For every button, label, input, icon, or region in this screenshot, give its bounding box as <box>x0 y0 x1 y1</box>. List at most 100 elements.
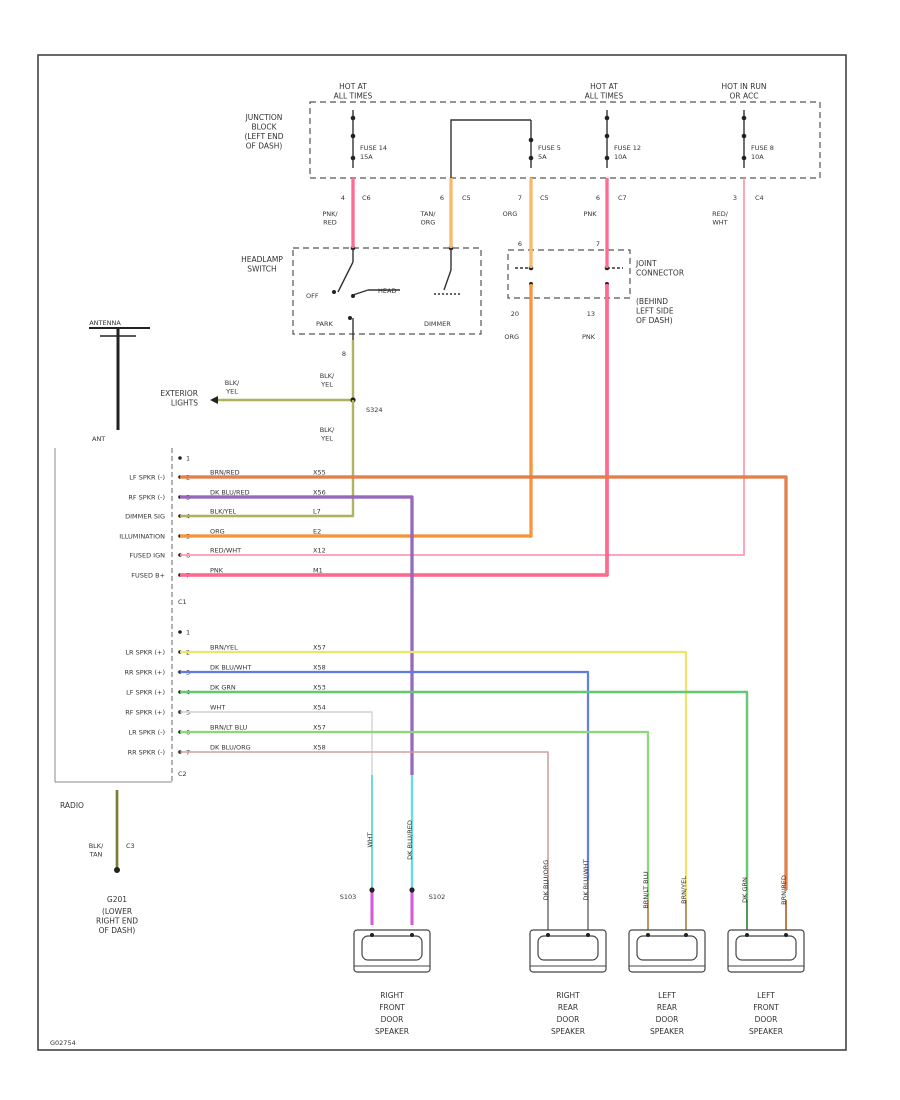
junction-block-box <box>309 101 821 179</box>
c2-pin-wire-color: DK GRN <box>210 684 236 692</box>
radio-ant-label: ANT <box>92 435 105 443</box>
fuse-12-conn: C7 <box>618 194 627 202</box>
ground-wire: BLK/TAN <box>89 842 104 859</box>
joint-pin-7: 7 <box>596 240 600 248</box>
c1-pin-wire-color: ORG <box>210 528 225 536</box>
joint-pin-13-wire: PNK <box>582 333 596 341</box>
c2-pin-circuit: X58 <box>313 664 326 672</box>
wire-lf-spkr-neg-brn-red <box>180 475 788 890</box>
radio-label: RADIO <box>60 801 84 810</box>
joint-pin-20-wire: ORG <box>504 333 519 341</box>
c2-pin-wire-color: BRN/YEL <box>210 644 238 652</box>
fuse-14-conn: C6 <box>362 194 371 202</box>
radio-c2-label: C2 <box>178 770 187 778</box>
splice-s324-label: S324 <box>366 406 383 414</box>
c1-pin-circuit: X12 <box>313 547 326 555</box>
fuse-5-wire: TAN/ORG <box>420 210 437 227</box>
fuse-8-wire: RED/WHT <box>712 210 729 227</box>
c2-pin-function: LF SPKR (+) <box>126 689 165 697</box>
c1-pin-wire-color: BLK/YEL <box>210 508 237 516</box>
c2-pin-function: RR SPKR (+) <box>124 669 165 677</box>
wire-lr-spkr-neg-brn-lt-blu <box>180 730 650 900</box>
wire-exterior-lights-blk-yel <box>218 340 355 402</box>
lr-wire-b-label: BRN/YEL <box>680 876 688 904</box>
rr-wire-a-label: DK BLU/ORG <box>542 860 550 901</box>
c2-pin-dot <box>178 630 182 634</box>
c1-pin-wire-color: BRN/RED <box>210 469 240 477</box>
c2-pin-function: LR SPKR (-) <box>128 729 165 737</box>
joint-connector-pins: 6 7 20 ORG 13 PNK <box>504 240 623 341</box>
fuse-8-pin: 3 <box>733 194 737 202</box>
c2-pin-circuit: X57 <box>313 724 326 732</box>
c1-pin-dot <box>178 456 182 460</box>
fuse-8-rating: 10A <box>751 153 764 161</box>
wire-illumination-org <box>180 284 533 538</box>
c1-pin-circuit: X56 <box>313 489 326 497</box>
wire-blk-yel-1: BLK/YEL <box>320 372 335 389</box>
c1-pin-function: RF SPKR (-) <box>128 494 165 502</box>
wire-lf-spkr-neg-brn-red-core <box>180 476 787 890</box>
splice-s103-label: S103 <box>340 893 357 901</box>
switch-dimmer-label: DIMMER <box>424 320 451 328</box>
c1-pin-wire-color: DK BLU/RED <box>210 489 250 497</box>
c2-pin-number: 1 <box>186 629 190 637</box>
c1-pin-circuit: E2 <box>313 528 321 536</box>
wire-rr-spkr-neg-dk-blu-org-core <box>180 751 549 880</box>
c1-pin-wire-color: PNK <box>210 567 224 575</box>
rr-wire-b-label: DK BLU/WHT <box>582 859 590 900</box>
orange-pin: 7 <box>518 194 522 202</box>
headlamp-switch-contacts: OFF HEAD PARK DIMMER 8 <box>306 245 462 358</box>
fuse-12: FUSE 12 10A <box>604 110 641 168</box>
fuse-8: FUSE 8 10A <box>741 110 774 168</box>
splice-s103-dot <box>369 887 375 893</box>
c2-pin-circuit: X53 <box>313 684 326 692</box>
c2-pin-function: RF SPKR (+) <box>125 709 165 717</box>
c2-pin-circuit: X57 <box>313 644 326 652</box>
fuse-8-name: FUSE 8 <box>751 144 774 152</box>
exterior-lights-wire: BLK/YEL <box>225 379 240 396</box>
joint-pin-6: 6 <box>518 240 522 248</box>
orange-conn: C5 <box>540 194 549 202</box>
c1-pin-function: ILLUMINATION <box>119 533 165 541</box>
exterior-lights-arrow <box>210 396 218 404</box>
fuse-14-rating: 15A <box>360 153 373 161</box>
wire-lf-spkr-pos-dk-grn-core <box>180 691 748 900</box>
wire-harness <box>180 178 788 935</box>
wire-blk-yel-2: BLK/YEL <box>320 426 335 443</box>
c2-pin-function: RR SPKR (-) <box>128 749 165 757</box>
fuse-12-name: FUSE 12 <box>614 144 641 152</box>
radio-unit: ANT RADIO C1 C2 <box>54 435 187 810</box>
c2-pin-circuit: X54 <box>313 704 326 712</box>
fuse-5: FUSE 5 5A <box>528 120 561 168</box>
fuse-5-pin: 6 <box>440 194 444 202</box>
c1-pin-function: FUSED IGN <box>129 552 165 560</box>
joint-connector-box <box>507 249 631 299</box>
splice-s102-label: S102 <box>429 893 446 901</box>
lr-wire-a-label: BRN/LT BLU <box>642 871 650 909</box>
c1-pin-number: 1 <box>186 455 190 463</box>
fuse-12-wire: PNK <box>583 210 597 218</box>
wire-lf-spkr-pos-dk-grn <box>180 690 749 900</box>
c2-pin-wire-color: DK BLU/WHT <box>210 664 251 672</box>
wire-dimmer-blk-yel <box>180 400 355 518</box>
fuse-8-conn: C4 <box>755 194 764 202</box>
wire-lr-spkr-pos-brn-yel <box>180 650 688 900</box>
wire-dimmer-blk-yel-core <box>180 400 354 517</box>
c1-pin-function: DIMMER SIG <box>125 513 165 521</box>
wire-fused-b-pnk-core <box>180 284 608 576</box>
lf-wire-b-label: BRN/RED <box>780 875 788 905</box>
wire-rr-spkr-pos-dk-blu-wht <box>180 670 590 880</box>
c2-pin-function: LR SPKR (+) <box>125 649 165 657</box>
